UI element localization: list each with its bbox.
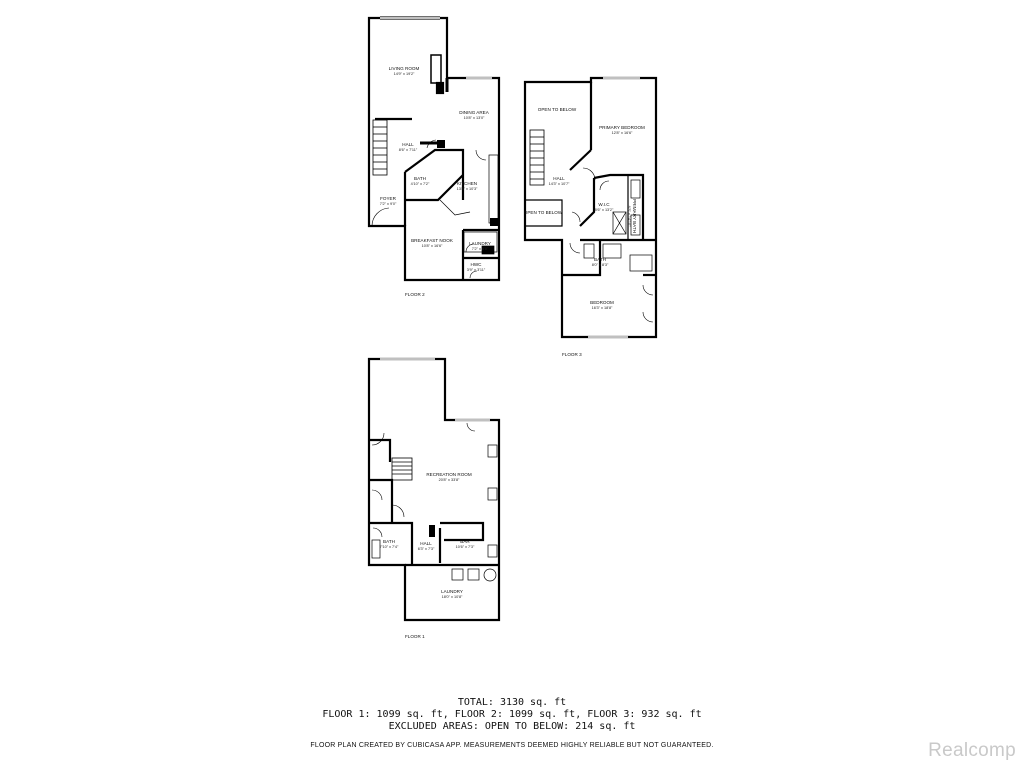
room-name-kitchen: KITCHEN xyxy=(457,181,477,186)
summary-total: TOTAL: 3130 sq. ft xyxy=(457,697,567,708)
room-dim-laundry: 7'2" x 5'0" xyxy=(472,247,489,251)
room-name-recreation-room: RECREATION ROOM xyxy=(426,472,472,477)
room-name-hwc: HWC xyxy=(471,262,483,267)
room-dim-kitchen: 13'8" x 10'3" xyxy=(457,187,478,191)
floor-2-label: FLOOR 2 xyxy=(405,292,425,297)
room-dim-hwc: 3'9" x 3'11" xyxy=(467,268,486,272)
room-name-laundry-f1: LAUNDRY xyxy=(441,589,463,594)
room-name-laundry: LAUNDRY xyxy=(469,241,491,246)
room-dim-primary-bedroom: 12'8" x 16'6" xyxy=(612,131,633,135)
room-name-open-below-small: OPEN TO BELOW xyxy=(524,210,563,215)
room-name-bath: BATH xyxy=(414,176,426,181)
floor-2-labels: LIVING ROOM 14'9" x 19'2" DINING AREA 10… xyxy=(380,66,491,297)
realcomp-watermark: Realcomp xyxy=(928,740,1016,761)
room-dim-breakfast-nook: 10'8" x 16'6" xyxy=(422,244,443,248)
room-dim-dining-area: 10'8" x 13'0" xyxy=(464,116,485,120)
room-dim-primary-bath: 6'3" x 14'10" xyxy=(627,206,631,227)
room-dim-recreation-room: 20'8" x 33'8" xyxy=(439,478,460,482)
room-dim-bath-f1: 7'10" x 7'4" xyxy=(380,545,399,549)
floor-3-label: FLOOR 3 xyxy=(562,352,582,357)
summary-excluded: EXCLUDED AREAS: OPEN TO BELOW: 214 sq. f… xyxy=(388,721,636,732)
room-name-dining-area: DINING AREA xyxy=(459,110,490,115)
room-name-primary-bath: PRIMARY BATH xyxy=(632,199,637,233)
room-name-foyer: FOYER xyxy=(380,196,397,201)
room-name-bedroom: BEDROOM xyxy=(590,300,614,305)
room-name-hall-f1: HALL xyxy=(420,541,432,546)
floor-3-labels: OPEN TO BELOW PRIMARY BEDROOM 12'8" x 16… xyxy=(524,107,645,357)
room-dim-foyer: 7'2" x 9'0" xyxy=(380,202,397,206)
room-name-wic: W.I.C xyxy=(598,202,610,207)
room-name-primary-bedroom: PRIMARY BEDROOM xyxy=(599,125,645,130)
room-dim-wic: 8'6" x 13'2" xyxy=(595,208,614,212)
room-dim-hall-f3: 14'3" x 10'7" xyxy=(549,182,570,186)
room-dim-hall-f1: 6'3" x 7'3" xyxy=(418,547,435,551)
floor-3-plan xyxy=(523,76,658,339)
room-dim-bedroom: 16'3" x 18'8" xyxy=(592,306,613,310)
room-name-bath-f3: BATH xyxy=(594,257,606,262)
room-name-hall-f3: HALL xyxy=(553,176,565,181)
room-dim-bath-f3: 8'0" x 8'3" xyxy=(592,263,609,267)
floor-1-plan xyxy=(367,357,501,622)
room-dim-laundry-f1: 18'0" x 10'8" xyxy=(442,595,463,599)
floor-plan-drawing: LIVING ROOM 14'9" x 19'2" DINING AREA 10… xyxy=(367,16,658,639)
disclaimer-text: FLOOR PLAN CREATED BY CUBICASA APP. MEAS… xyxy=(310,742,714,749)
room-name-bath-f1: BATH xyxy=(383,539,395,544)
floor-2-plan xyxy=(367,16,501,282)
room-dim-hall: 8'6" x 7'11" xyxy=(399,148,418,152)
room-dim-bar: 10'6" x 7'3" xyxy=(456,545,475,549)
room-name-living-room: LIVING ROOM xyxy=(389,66,420,71)
room-name-bar: BAR xyxy=(460,539,470,544)
room-name-breakfast-nook: BREAKFAST NOOK xyxy=(411,238,454,243)
room-dim-living-room: 14'9" x 19'2" xyxy=(394,72,415,76)
floor-1-label: FLOOR 1 xyxy=(405,634,425,639)
room-name-hall: HALL xyxy=(402,142,414,147)
floor-1-labels: RECREATION ROOM 20'8" x 33'8" BATH 7'10"… xyxy=(380,472,475,639)
room-name-open-below-top: OPEN TO BELOW xyxy=(538,107,577,112)
room-dim-bath: 4'10" x 7'2" xyxy=(411,182,430,186)
summary-floors: FLOOR 1: 1099 sq. ft, FLOOR 2: 1099 sq. … xyxy=(322,709,702,720)
